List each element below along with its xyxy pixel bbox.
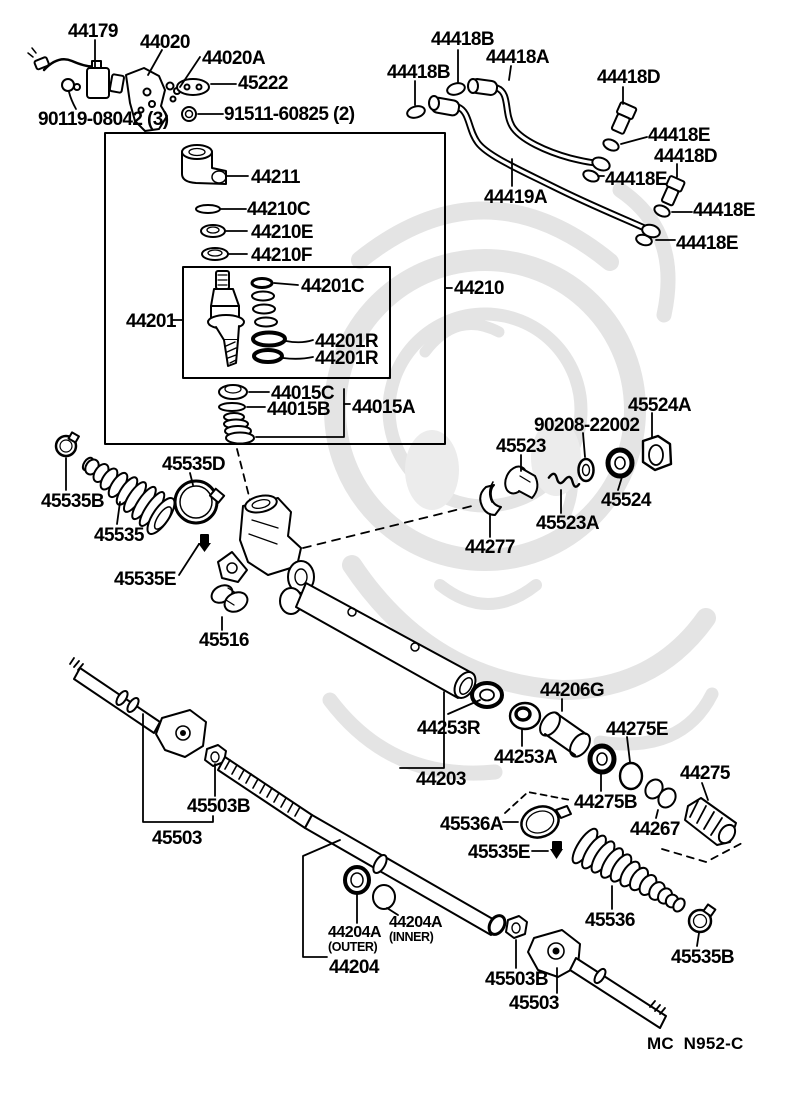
part-label-45523: 45523: [496, 436, 546, 457]
part-sketch-rack-and-tie-rods: [69, 657, 667, 1029]
part-label-44210c: 44210C: [247, 199, 311, 220]
part-sketch-44015-group: [218, 384, 255, 445]
part-label-44418e-2: 44418E: [605, 169, 668, 190]
part-label-44418d-2: 44418D: [654, 146, 718, 167]
part-label-44418e-3: 44418E: [693, 200, 756, 221]
part-label-44210: 44210: [454, 278, 504, 299]
part-sketch-center-seals: [470, 681, 745, 863]
part-sketch-pressure-pipes: [406, 78, 686, 247]
part-label-44211: 44211: [251, 167, 300, 188]
part-label-45536: 45536: [585, 910, 635, 931]
part-label-44204a-outer-number: 44204A: [328, 924, 382, 941]
part-label-44201: 44201: [126, 311, 176, 332]
part-label-44418d-1: 44418D: [597, 67, 661, 88]
part-label-44020: 44020: [140, 32, 190, 53]
part-label-44015a: 44015A: [352, 397, 416, 418]
leaders-rack-guide: [489, 412, 653, 538]
part-label-45524: 45524: [601, 490, 651, 511]
part-label-90119-08042: 90119-08042 (3): [38, 109, 169, 130]
part-label-44204: 44204: [329, 957, 379, 978]
leaders-44015: [246, 388, 351, 438]
part-label-44267: 44267: [630, 819, 680, 840]
part-label-44020a: 44020A: [202, 48, 266, 69]
part-label-45503b-1: 45503B: [187, 796, 251, 817]
part-label-44201r-1: 44201R: [315, 331, 379, 352]
part-label-44418e-4: 44418E: [676, 233, 739, 254]
part-label-44015b: 44015B: [267, 399, 331, 420]
part-label-44418b-2: 44418B: [387, 62, 451, 83]
part-label-44275b: 44275B: [574, 792, 638, 813]
part-label-45524a: 45524A: [628, 395, 692, 416]
part-label-44203: 44203: [416, 769, 466, 790]
leaders-rack-tie-rods: [142, 713, 558, 994]
part-label-91511-60825: 91511-60825 (2): [224, 104, 355, 125]
part-label-45503b-2: 45503B: [485, 969, 549, 990]
part-label-45523a: 45523A: [536, 513, 600, 534]
part-label-44253a: 44253A: [494, 747, 558, 768]
part-label-44418a: 44418A: [486, 47, 550, 68]
part-label-44210e: 44210E: [251, 222, 314, 243]
part-label-44201c: 44201C: [301, 276, 365, 297]
leaders-top-left: [68, 39, 237, 115]
part-label-45535: 45535: [94, 525, 144, 546]
part-label-44275e: 44275E: [606, 719, 669, 740]
part-label-45222: 45222: [238, 73, 288, 94]
leaders-valve-column: [220, 175, 249, 255]
part-label-45535d: 45535D: [162, 454, 226, 475]
leaders-center-seals: [399, 691, 709, 819]
kit-boxes: [104, 132, 453, 445]
part-label-45536a: 45536A: [440, 814, 504, 835]
part-label-44253r: 44253R: [417, 718, 481, 739]
part-label-44015c: 44015C: [271, 383, 335, 404]
part-label-45535e-1: 45535E: [114, 569, 177, 590]
part-label-44204a-inner-suffix: (INNER): [389, 930, 434, 944]
leaders-pinion: [171, 282, 314, 360]
part-label-44201r-2: 44201R: [315, 348, 379, 369]
part-label-44204a-inner-number: 44204A: [389, 914, 443, 931]
watermark-graphic: [322, 182, 719, 781]
part-label-44275: 44275: [680, 763, 730, 784]
part-label-44210f: 44210F: [251, 245, 312, 266]
drawing-code: MC N952-C: [647, 1034, 744, 1053]
part-sketch-45535-boot: [54, 431, 249, 613]
part-sketch-44179-44020: [27, 47, 210, 132]
leaders-top-right: [414, 49, 693, 241]
part-label-45535b-2: 45535B: [671, 947, 735, 968]
part-label-90208-22002: 90208-22002: [534, 415, 640, 436]
part-label-44418e-1: 44418E: [648, 125, 711, 146]
part-label-44204a-outer: 44204A (OUTER): [328, 924, 382, 954]
part-label-44277: 44277: [465, 537, 515, 558]
part-label-44179: 44179: [68, 21, 118, 42]
part-label-44206g: 44206G: [540, 680, 605, 701]
part-label-44418b-1: 44418B: [431, 29, 495, 50]
leaders-45536: [502, 821, 700, 947]
part-label-45535b-1: 45535B: [41, 491, 105, 512]
part-label-45535e-2: 45535E: [468, 842, 531, 863]
leaders-45535: [65, 457, 223, 631]
part-label-45516: 45516: [199, 630, 249, 651]
part-label-44204a-inner: 44204A (INNER): [389, 914, 443, 944]
part-sketch-44203-housing: [217, 448, 477, 699]
part-label-45503-2: 45503: [509, 993, 559, 1014]
part-label-44204a-outer-suffix: (OUTER): [328, 940, 378, 954]
part-sketch-45536-boot: [504, 791, 717, 934]
part-label-44419a: 44419A: [484, 187, 548, 208]
part-label-45503-1: 45503: [152, 828, 202, 849]
part-sketch-44201-pinion: [207, 270, 287, 367]
part-sketch-44211-seals: [181, 144, 229, 261]
